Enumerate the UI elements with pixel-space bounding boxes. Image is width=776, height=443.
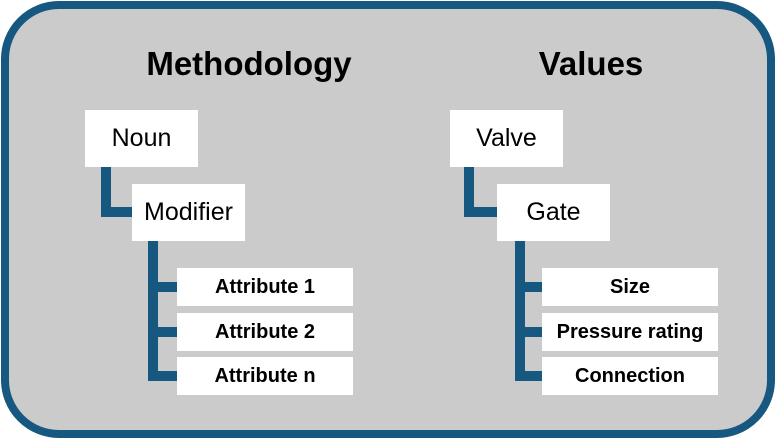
connector-noun-to-modifier (101, 207, 132, 217)
connector-modifier-trunk (148, 241, 158, 381)
connector-stub-attribute-n (158, 371, 177, 381)
node-attribute-n: Attribute n (177, 357, 353, 395)
node-size: Size (542, 268, 718, 306)
node-valve: Valve (450, 110, 563, 167)
node-attribute-1: Attribute 1 (177, 268, 353, 306)
connector-valve-to-gate (464, 207, 497, 217)
node-gate: Gate (497, 184, 610, 241)
node-modifier: Modifier (132, 184, 245, 241)
connector-stub-attribute-1 (158, 282, 177, 292)
node-connection: Connection (542, 357, 718, 395)
node-pressure-rating: Pressure rating (542, 313, 718, 351)
connector-gate-trunk (515, 241, 525, 381)
methodology-title: Methodology (146, 45, 352, 82)
connector-stub-connection (525, 371, 542, 381)
connector-valve-down (464, 167, 474, 217)
connector-stub-attribute-2 (158, 327, 177, 337)
connector-stub-size (525, 282, 542, 292)
connector-noun-down (101, 167, 111, 217)
values-title: Values (538, 45, 644, 82)
node-noun: Noun (85, 110, 198, 167)
node-attribute-2: Attribute 2 (177, 313, 353, 351)
connector-stub-pressure-rating (525, 327, 542, 337)
